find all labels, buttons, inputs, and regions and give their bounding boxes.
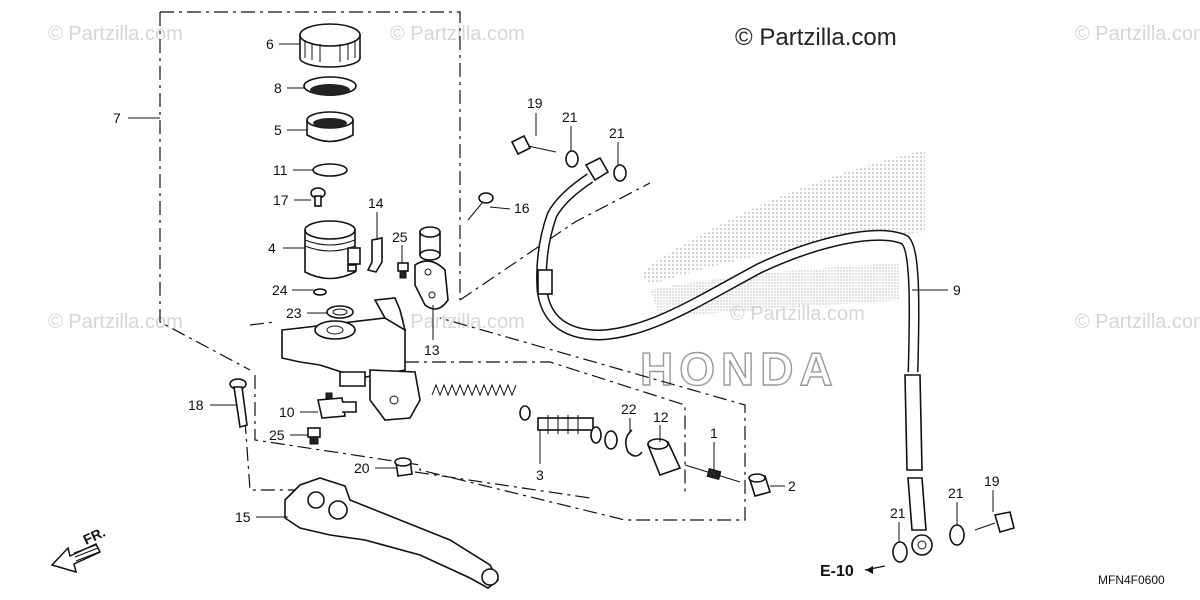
front-direction-arrow: FR. [50, 524, 108, 574]
reservoir-stay[interactable] [366, 237, 383, 273]
reservoir-plate[interactable] [303, 76, 357, 96]
o-ring[interactable] [312, 163, 348, 177]
callout-25-lower: 25 [269, 427, 285, 443]
watermark-mid-center: © Partzilla.com [390, 311, 525, 333]
watermark-top-right: © Partzilla.com [1075, 23, 1200, 45]
bolt-25-upper[interactable] [397, 262, 409, 279]
callout-12: 12 [653, 409, 669, 425]
callout-16: 16 [514, 200, 530, 216]
assembly-7-frame [160, 11, 461, 300]
sealing-washer-lower-2[interactable] [949, 524, 965, 546]
assembly-3-frame [405, 361, 686, 495]
callout-22: 22 [621, 401, 637, 417]
clutch-hose[interactable] [536, 156, 933, 556]
watermark-top-center: © Partzilla.com [390, 23, 525, 45]
reference-e10: E-10 [820, 563, 854, 580]
piston-spring[interactable] [431, 383, 517, 397]
push-rod-cap[interactable] [748, 473, 772, 497]
master-cylinder-holder[interactable] [414, 226, 449, 310]
callout-23: 23 [286, 305, 302, 321]
callout-18: 18 [188, 397, 204, 413]
callout-7: 7 [113, 110, 121, 126]
clamp-bolt-16[interactable] [467, 192, 494, 221]
callout-21-upper-1: 21 [562, 109, 578, 125]
reference-arrow-icon [866, 566, 873, 574]
watermark-far-right: © Partzilla.com [1075, 311, 1200, 333]
circlip[interactable] [624, 429, 643, 457]
clutch-switch[interactable] [317, 392, 357, 419]
fr-label: FR. [81, 524, 108, 548]
push-rod[interactable] [684, 464, 741, 483]
diagram-code: MFN4F0600 [1098, 573, 1165, 587]
callout-19-upper: 19 [527, 95, 543, 111]
sealing-washer-upper-1[interactable] [565, 150, 579, 168]
watermark-mid-left: © Partzilla.com [48, 311, 183, 333]
master-cylinder-body[interactable] [281, 297, 421, 421]
lever-pivot-bolt[interactable] [229, 378, 248, 429]
seal-23[interactable] [326, 305, 354, 319]
piston-boot[interactable] [646, 438, 682, 477]
callout-3: 3 [536, 467, 544, 483]
callout-24: 24 [272, 282, 288, 298]
reservoir-cap[interactable] [299, 23, 361, 68]
callout-21-lower-2: 21 [948, 485, 964, 501]
screw-17[interactable] [310, 187, 326, 207]
sealing-washer-lower-1[interactable] [892, 541, 908, 563]
callout-10: 10 [279, 404, 295, 420]
callout-4: 4 [268, 240, 276, 256]
piston-assembly[interactable] [519, 405, 618, 450]
callout-5: 5 [274, 122, 282, 138]
sealing-washer-upper-2[interactable] [613, 164, 627, 182]
callout-11: 11 [273, 162, 288, 178]
clutch-lever[interactable] [284, 477, 500, 589]
callout-6: 6 [266, 36, 274, 52]
callout-15: 15 [235, 509, 251, 525]
honda-wing-logo: HONDA [639, 150, 925, 396]
callout-9: 9 [953, 282, 961, 298]
honda-text: HONDA [640, 343, 839, 395]
callout-14: 14 [368, 195, 384, 211]
banjo-bolt-upper[interactable] [510, 134, 557, 156]
reservoir-diaphragm[interactable] [306, 111, 354, 143]
callout-20: 20 [354, 460, 370, 476]
callout-13: 13 [424, 342, 440, 358]
banjo-bolt-lower[interactable] [974, 511, 1015, 533]
watermark-top-left: © Partzilla.com [48, 23, 183, 45]
lever-pivot-nut[interactable] [394, 457, 413, 477]
bolt-25-lower[interactable] [307, 427, 321, 445]
watermark-main: © Partzilla.com [735, 24, 897, 51]
callout-1: 1 [710, 425, 718, 441]
callout-8: 8 [274, 80, 282, 96]
callout-2: 2 [788, 478, 796, 494]
callout-21-upper-2: 21 [609, 125, 625, 141]
callout-25-upper: 25 [392, 229, 408, 245]
callout-21-lower-1: 21 [890, 505, 906, 521]
callout-19-lower: 19 [984, 473, 1000, 489]
washer-24[interactable] [313, 288, 327, 296]
reservoir[interactable] [304, 220, 361, 280]
callout-17: 17 [273, 192, 289, 208]
